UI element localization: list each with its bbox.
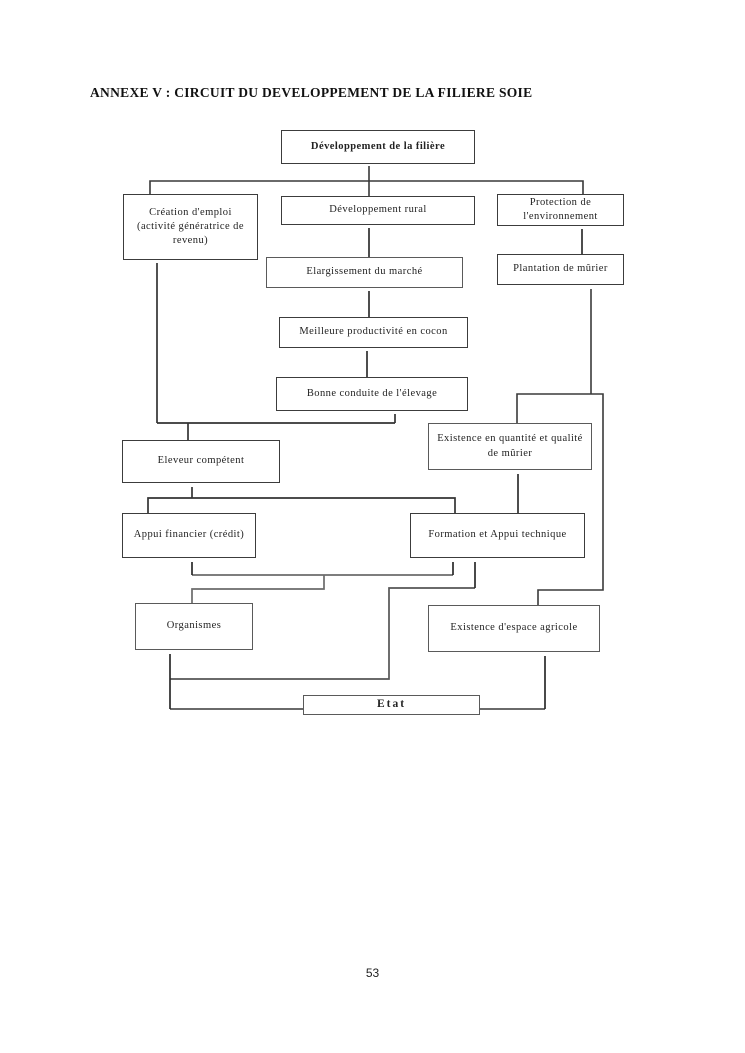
node-developpement-filiere: Développement de la filière xyxy=(281,130,475,164)
node-eleveur-competent: Eleveur compétent xyxy=(122,440,280,483)
page-title: ANNEXE V : CIRCUIT DU DEVELOPPEMENT DE L… xyxy=(90,85,533,100)
connector-eleveur-branch xyxy=(156,263,396,440)
node-protection-environnement: Protection de l'environnement xyxy=(497,194,624,226)
node-organismes: Organismes xyxy=(135,603,253,650)
node-plantation-murier: Plantation de mûrier xyxy=(497,254,624,285)
node-meilleure-productivite: Meilleure productivité en cocon xyxy=(279,317,468,348)
connector-murier-junction xyxy=(516,289,604,605)
connector-organismes-branch xyxy=(191,574,453,603)
node-existence-quantite-murier: Existence en quantité et qualité de mûri… xyxy=(428,423,592,470)
node-existence-espace-agricole: Existence d'espace agricole xyxy=(428,605,600,652)
node-elargissement-marche: Elargissement du marché xyxy=(266,257,463,288)
node-developpement-rural: Développement rural xyxy=(281,196,475,225)
connector-center-chain xyxy=(366,228,370,377)
connector-top-tree xyxy=(149,166,584,196)
node-creation-emploi: Création d'emploi (activité génératrice … xyxy=(123,194,258,260)
connector-supports-to-eleveur xyxy=(147,487,456,513)
node-etat: Etat xyxy=(303,695,480,715)
connector-etat-branch xyxy=(170,587,545,710)
page-number: 53 xyxy=(365,966,380,980)
node-bonne-conduite-elevage: Bonne conduite de l'élevage xyxy=(276,377,468,411)
node-appui-financier: Appui financier (crédit) xyxy=(122,513,256,558)
node-formation-appui-technique: Formation et Appui technique xyxy=(410,513,585,558)
